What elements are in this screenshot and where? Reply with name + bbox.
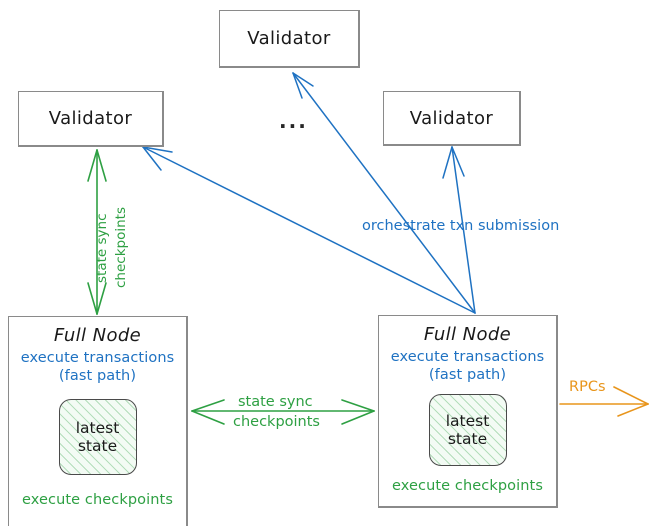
execute-line-1: execute transactions [20,350,175,366]
validator-label-right: Validator [409,107,494,129]
edge-label-state-sync-horizontal-line2: checkpoints [233,414,320,430]
validator-box-right[interactable]: Validator [383,91,521,146]
execute-line-1: execute transactions [390,349,545,365]
latest-state-line-2: state [77,437,118,456]
full-node-execute-transactions-left: execute transactions (fast path) [21,350,175,385]
validator-label-left: Validator [48,108,133,129]
full-node-box-left[interactable]: Full Node execute transactions (fast pat… [8,316,188,526]
edge-label-state-sync-vertical-line1: state sync [94,213,110,284]
validator-label-top: Validator [247,28,331,49]
latest-state-line-1: latest [445,412,490,431]
latest-state-line-2: state [447,430,488,449]
edge-orchestrate-to-left-validator [142,146,476,314]
full-node-execute-checkpoints-left: execute checkpoints [22,492,173,509]
validator-box-top[interactable]: Validator [219,10,360,68]
edge-orchestrate-to-top-validator [292,72,476,314]
edge-rpcs [559,386,649,417]
full-node-box-right[interactable]: Full Node execute transactions (fast pat… [378,315,558,508]
full-node-title-right: Full Node [423,324,512,345]
edge-label-orchestrate: orchestrate txn submission [362,218,560,234]
latest-state-box-left[interactable]: latest state [58,399,137,476]
edge-label-rpcs: RPCs [569,379,606,395]
validator-box-left[interactable]: Validator [18,91,164,147]
edge-state-sync-vertical [87,149,107,315]
full-node-execute-transactions-right: execute transactions (fast path) [391,349,545,384]
latest-state-line-1: latest [75,419,120,438]
full-node-title-left: Full Node [53,325,142,346]
latest-state-box-right[interactable]: latest state [428,394,507,467]
edge-label-state-sync-horizontal-line1: state sync [238,394,313,410]
execute-line-2: (fast path) [428,366,507,383]
validator-ellipsis: ... [279,109,308,133]
edge-label-state-sync-vertical-line2: checkpoints [113,207,129,288]
full-node-execute-checkpoints-right: execute checkpoints [392,478,543,495]
edge-orchestrate-to-right-validator [442,146,476,314]
execute-line-2: (fast path) [58,367,137,384]
edge-state-sync-horizontal [191,399,375,425]
